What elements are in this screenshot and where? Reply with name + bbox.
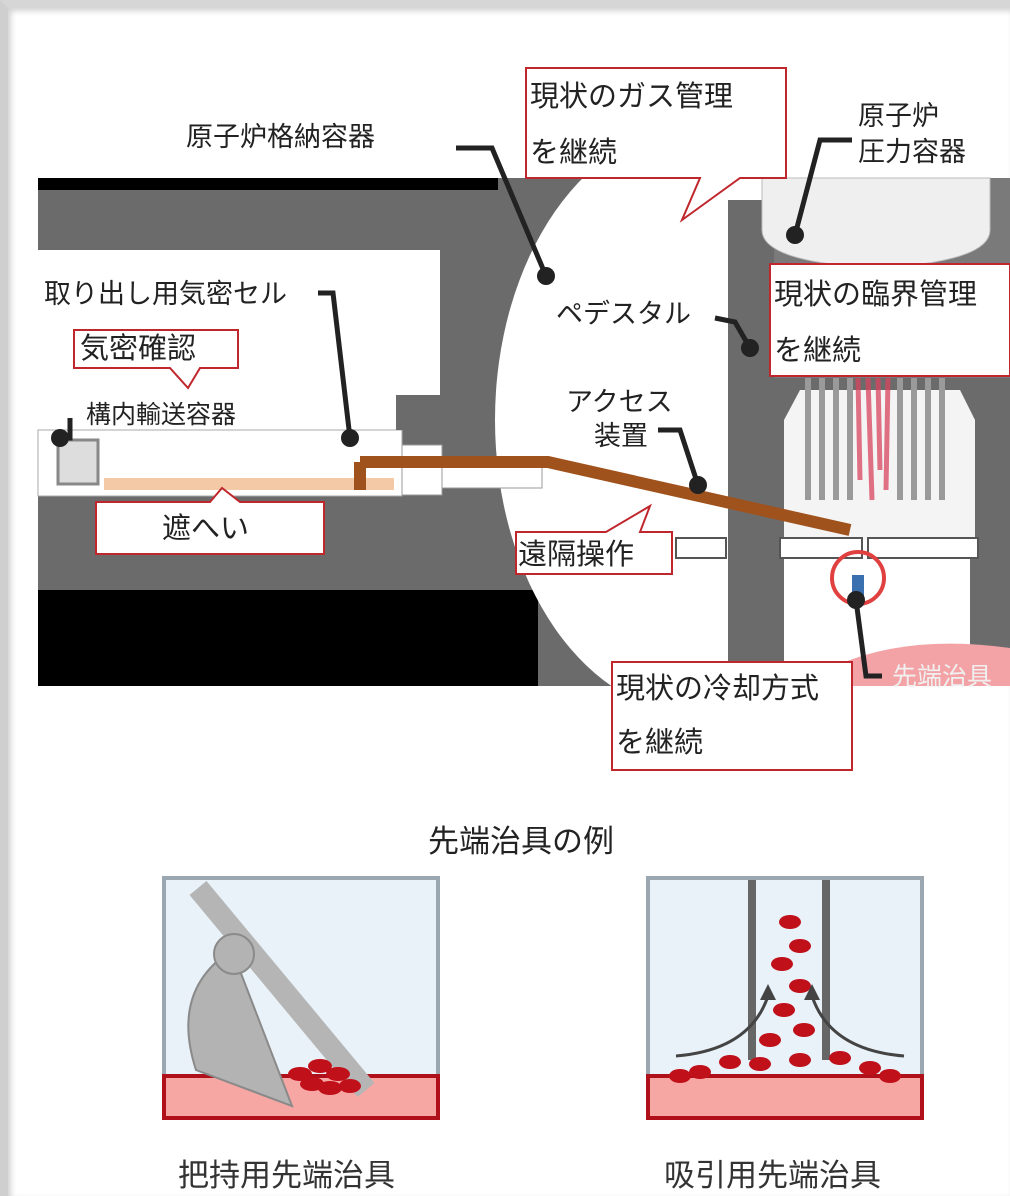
control-rods: [805, 378, 945, 500]
wall-notch: [396, 395, 444, 430]
platform-grating: [675, 537, 979, 559]
cell-port: [401, 444, 443, 496]
transport-container: [56, 438, 100, 486]
shielding-slab: [104, 478, 394, 490]
callout-remote-operation: 遠隔操作: [518, 537, 635, 571]
top-black-band: [38, 178, 498, 190]
leader-dots: [51, 226, 865, 609]
callout-airtight-check: 気密確認: [80, 331, 197, 365]
callout-criticality-line2: を継続: [774, 333, 862, 367]
callout-criticality-line1: 現状の臨界管理: [774, 277, 978, 311]
label-tip-tool: 先端治具: [892, 662, 993, 691]
label-pedestal: ペデスタル: [556, 299, 691, 330]
suction-tool-illustration: [646, 876, 924, 1120]
examples-title: 先端治具の例: [428, 824, 614, 860]
label-transport-container: 構内輸送容器: [86, 400, 237, 429]
gripping-tool-illustration: [162, 876, 440, 1120]
access-device-arm: [360, 456, 852, 536]
pedestal-wall: [728, 200, 774, 686]
callout-cooling-line2: を継続: [616, 725, 704, 759]
label-airtight-cell: 取り出し用気密セル: [44, 279, 287, 310]
label-access-device-line2: 装置: [594, 421, 648, 452]
caption-gripping-tool: 把持用先端治具: [178, 1158, 395, 1194]
lower-floor: [38, 590, 538, 686]
callout-boxes: [73, 67, 1010, 771]
caption-suction-tool: 吸引用先端治具: [664, 1158, 881, 1194]
callout-gas-line2: を継続: [530, 135, 618, 169]
label-containment-vessel: 原子炉格納容器: [186, 122, 375, 153]
molten-streaks: [855, 377, 891, 501]
label-access-device-line1: アクセス: [566, 387, 673, 418]
label-pressure-vessel-line1: 原子炉: [858, 101, 939, 132]
leader-lines: [60, 137, 882, 679]
label-pressure-vessel-line2: 圧力容器: [858, 137, 966, 168]
callout-cooling-line1: 現状の冷却方式: [616, 671, 820, 705]
callout-gas-line1: 現状のガス管理: [530, 79, 734, 113]
callout-shielding: 遮へい: [162, 511, 250, 545]
